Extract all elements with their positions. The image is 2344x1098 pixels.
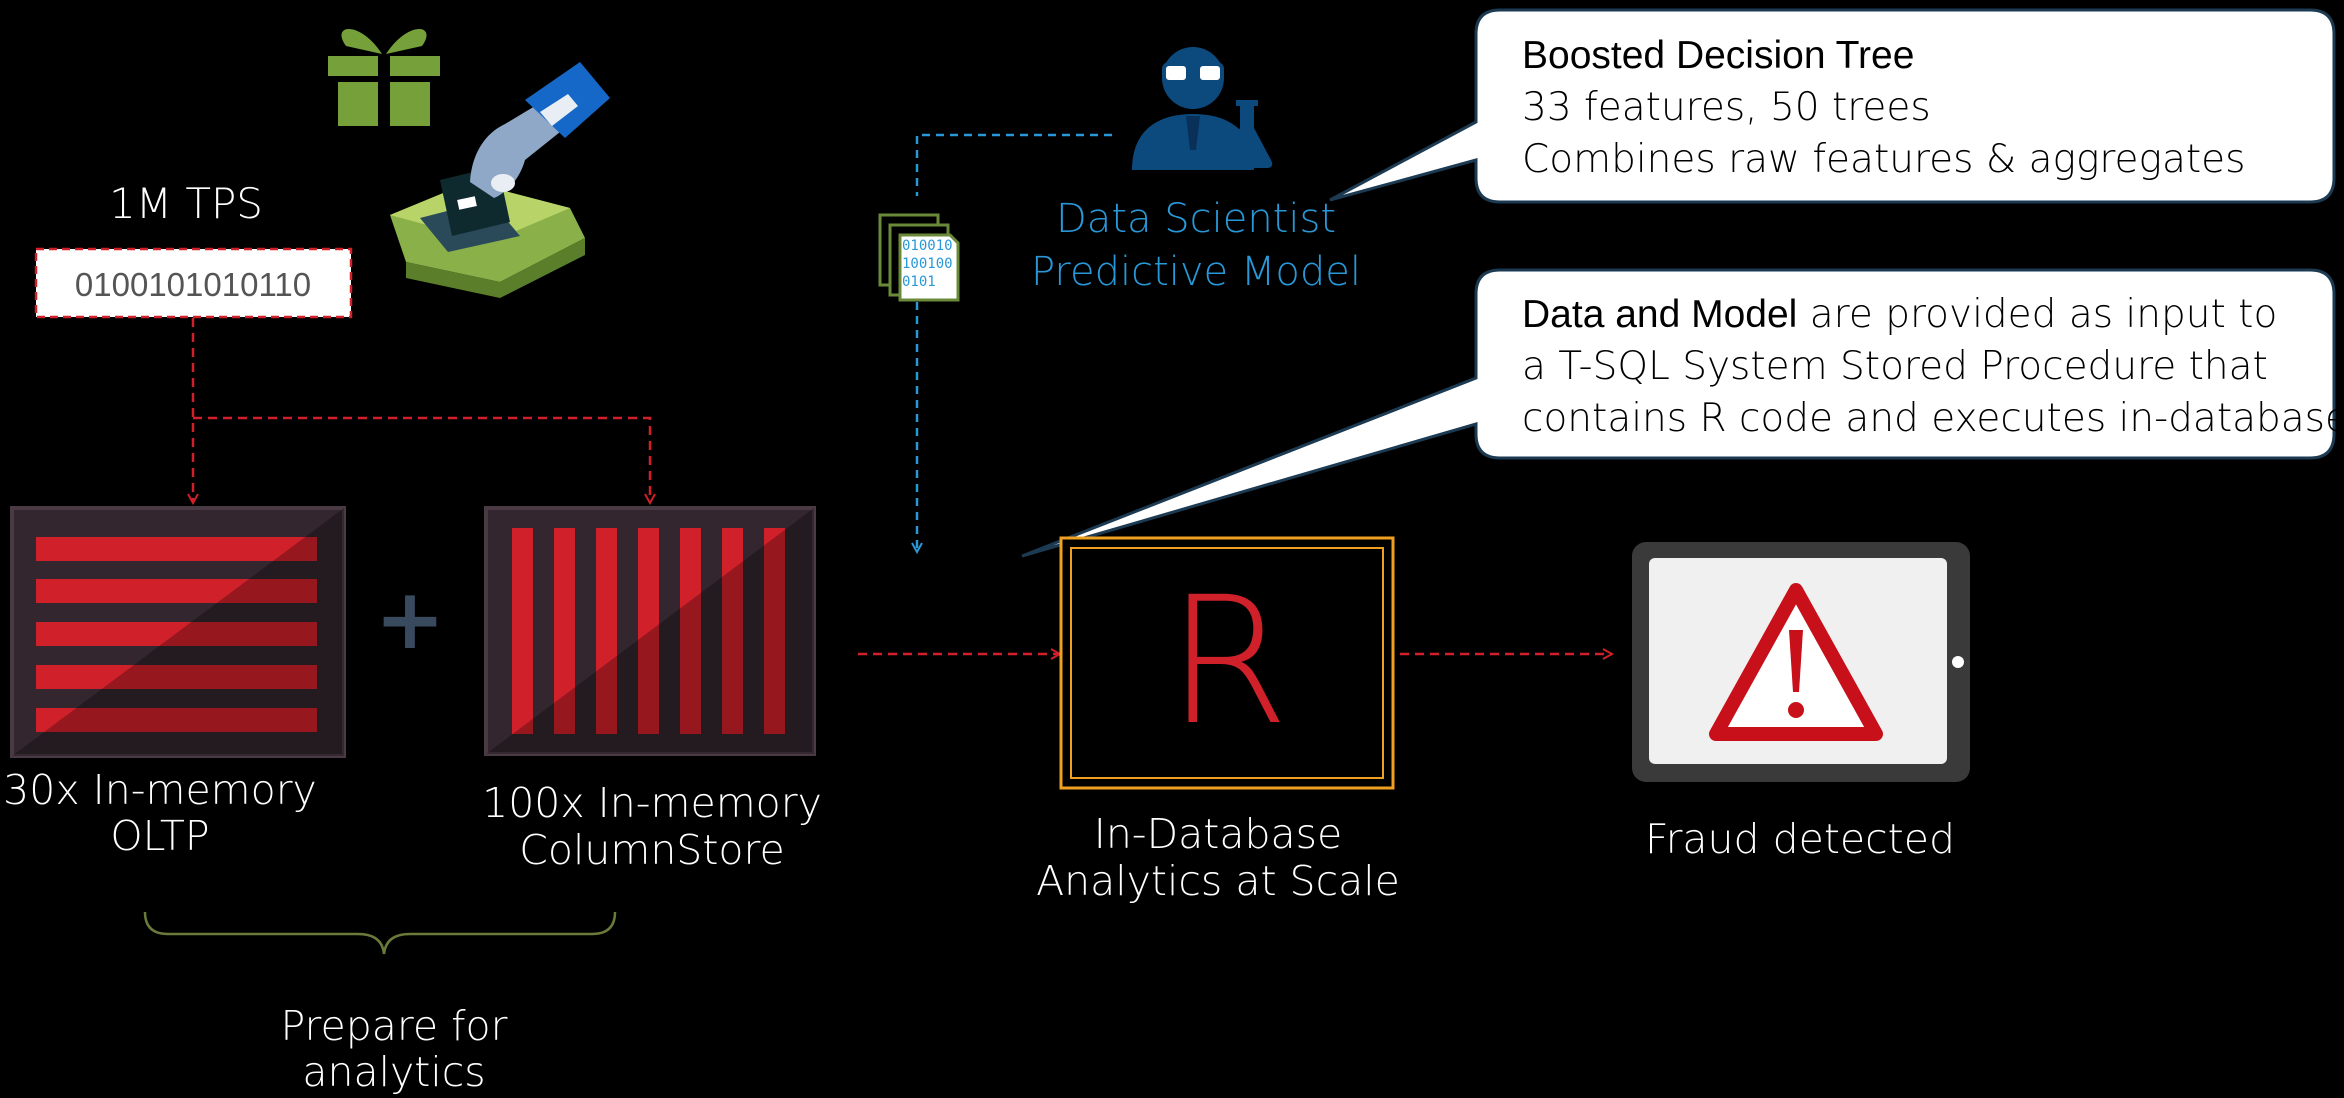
callout-procedure-line2: a T-SQL System Stored Procedure that bbox=[1522, 344, 2268, 389]
doc-bits-3: 0101 bbox=[902, 274, 936, 290]
r-label-line2: Analytics at Scale bbox=[1036, 857, 1400, 905]
scientist-label-line1: Data Scientist bbox=[1056, 196, 1336, 242]
columnstore-label-line2: ColumnStore bbox=[519, 826, 784, 874]
model-connector bbox=[915, 133, 1112, 196]
oltp-label-line2: OLTP bbox=[110, 812, 209, 860]
callout-model-title: Boosted Decision Tree bbox=[1522, 34, 1914, 77]
callout-model bbox=[1329, 8, 2336, 204]
plus-sign: + bbox=[375, 570, 445, 668]
fraud-label: Fraud detected bbox=[1645, 815, 1955, 863]
oltp-label-line1: 30x In-memory bbox=[3, 766, 317, 814]
binary-split-connector bbox=[193, 318, 650, 503]
prepare-brace bbox=[143, 911, 617, 955]
columnstore-label-line1: 100x In-memory bbox=[482, 779, 822, 827]
oltp-panel bbox=[10, 506, 346, 758]
callout-model-line3: Combines raw features & aggregates bbox=[1522, 137, 2245, 182]
binary-input-box bbox=[34, 247, 353, 319]
card-payment-icon bbox=[390, 62, 610, 298]
callout-procedure-rest: are provided as input to bbox=[1797, 292, 2277, 337]
prepare-label-line1: Prepare for bbox=[281, 1002, 508, 1050]
doc-bits-2: 100100 bbox=[902, 256, 953, 272]
data-scientist-icon bbox=[1132, 47, 1273, 170]
gift-icon bbox=[328, 28, 440, 126]
callout-procedure-bold: Data and Model bbox=[1522, 293, 1797, 336]
r-letter: R bbox=[1167, 559, 1289, 764]
r-label-line1: In-Database bbox=[1094, 810, 1343, 858]
r-analytics-box bbox=[1059, 536, 1395, 790]
columnstore-panel bbox=[484, 506, 816, 756]
warning-icon bbox=[1709, 583, 1883, 741]
prepare-label-line2: analytics bbox=[302, 1048, 485, 1096]
callout-procedure-line3: contains R code and executes in-database bbox=[1522, 396, 2344, 441]
tps-label: 1M TPS bbox=[109, 179, 263, 228]
doc-bits-1: 010010 bbox=[902, 238, 953, 254]
callout-procedure bbox=[1021, 268, 2336, 558]
callout-procedure-line1: Data and Model are provided as input to bbox=[1522, 292, 2277, 337]
callout-model-line2: 33 features, 50 trees bbox=[1522, 85, 1931, 130]
model-document-icon: 010010 100100 0101 bbox=[878, 213, 960, 302]
binary-value: 0100101010110 bbox=[75, 266, 311, 303]
scientist-label-line2: Predictive Model bbox=[1031, 249, 1361, 295]
